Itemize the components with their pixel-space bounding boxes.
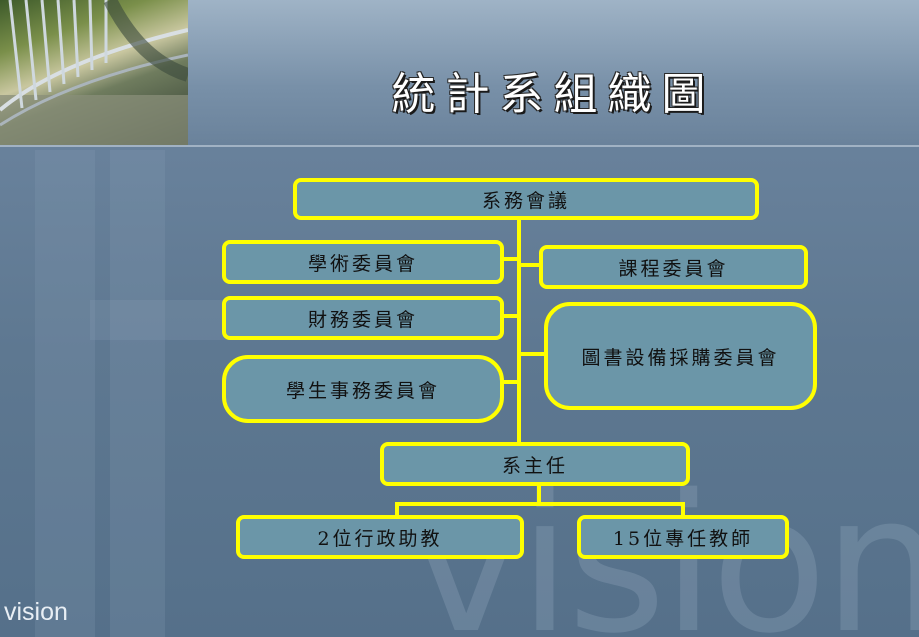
department-chair-box: 系主任 — [380, 442, 690, 486]
department-meeting-box: 系務會議 — [293, 178, 759, 220]
curriculum-committee-box: 課程委員會 — [539, 245, 808, 289]
vision-logo-text: vision — [4, 598, 68, 626]
bridge-photo — [0, 0, 188, 145]
student-affairs-committee-box: 學生事務委員會 — [222, 355, 504, 423]
academic-committee-box: 學術委員會 — [222, 240, 504, 284]
page-title: 統計系組織圖 — [391, 69, 716, 120]
connector-library — [519, 352, 548, 356]
library-procurement-committee-box: 圖書設備採購委員會 — [544, 302, 817, 410]
connector-staff-horizontal — [395, 502, 685, 506]
connector-student-affairs — [502, 380, 519, 384]
connector-assistants — [395, 502, 399, 519]
connector-faculty — [681, 502, 685, 519]
background-bar-1 — [35, 150, 95, 637]
connector-vertical-trunk — [517, 216, 521, 446]
connector-curriculum — [519, 263, 541, 267]
administrative-assistants-box: 2位行政助教 — [236, 515, 524, 559]
header-divider — [0, 145, 919, 147]
background-bar-2 — [110, 150, 165, 637]
bridge-railing-image — [0, 0, 188, 145]
connector-finance — [500, 314, 519, 318]
full-time-faculty-box: 15位專任教師 — [577, 515, 789, 559]
connector-chair-down — [537, 484, 541, 504]
finance-committee-box: 財務委員會 — [222, 296, 504, 340]
connector-academic — [500, 257, 519, 261]
